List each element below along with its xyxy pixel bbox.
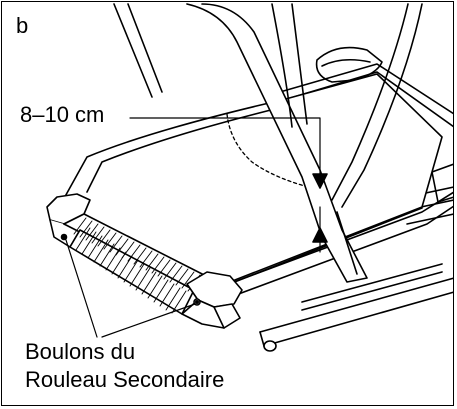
measurement-label: 8–10 cm bbox=[20, 102, 107, 128]
bolt-callout-line1: Boulons du bbox=[25, 339, 136, 364]
upright-posts bbox=[113, 3, 423, 283]
treadmill-illustration bbox=[46, 3, 453, 352]
panel-letter: b bbox=[16, 13, 29, 38]
bolt-callout-lines bbox=[65, 239, 196, 338]
right-end-cap bbox=[181, 271, 243, 329]
measurement-indicator bbox=[129, 117, 328, 253]
hidden-belt-edge bbox=[226, 113, 321, 191]
base-frame-rail bbox=[259, 263, 453, 352]
motor-hood bbox=[315, 46, 453, 225]
bolt-callout-line2: Rouleau Secondaire bbox=[25, 367, 225, 392]
